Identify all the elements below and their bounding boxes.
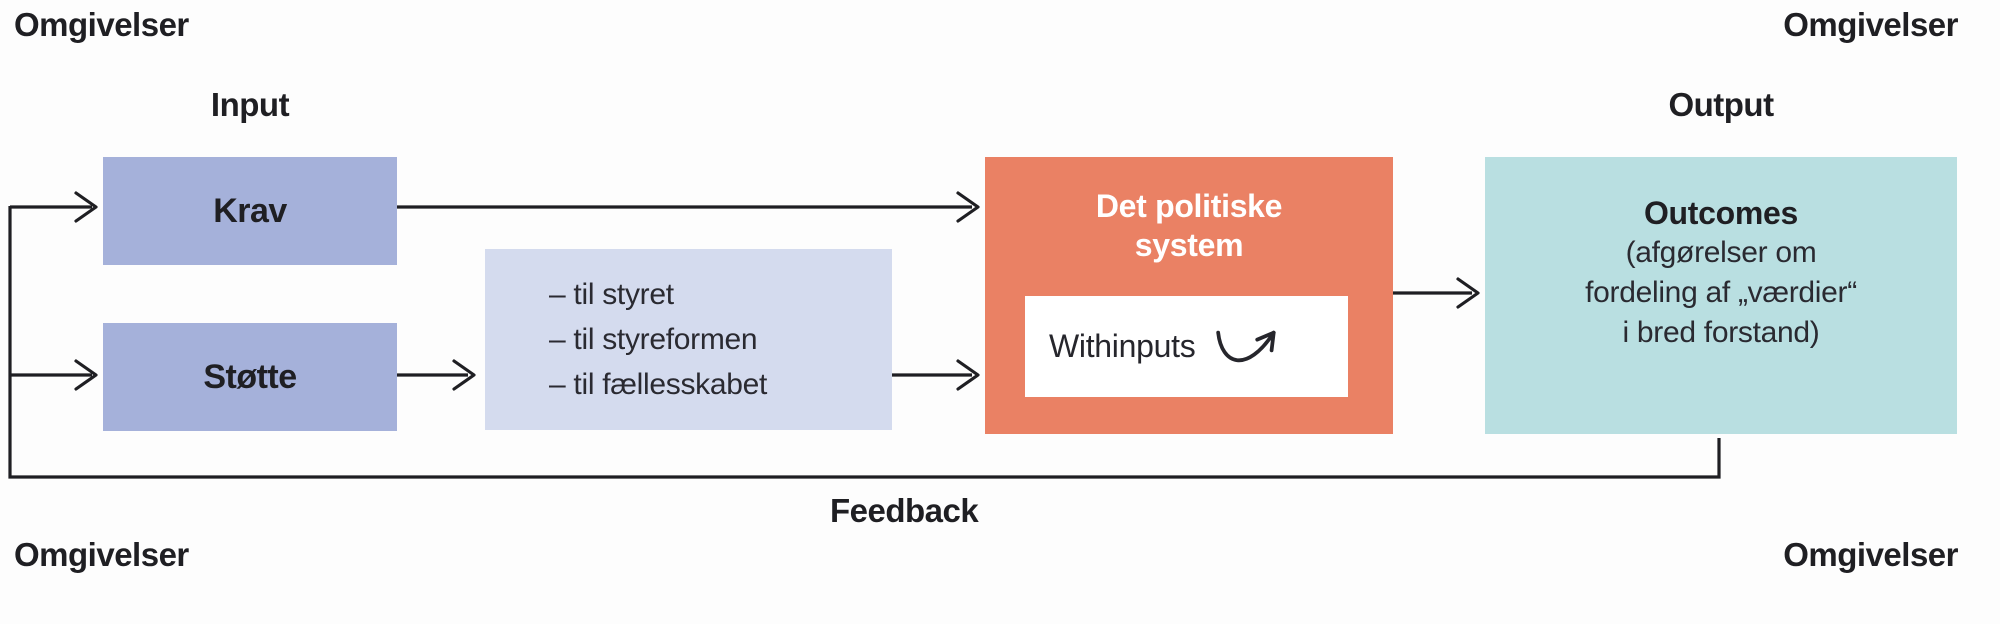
outcomes-line: (afgørelser om [1625, 236, 1817, 269]
list-to-political-arrow [892, 359, 980, 391]
stoette-to-list-arrow [397, 359, 476, 391]
political-system-box: Det politiske system Withinputs [985, 157, 1393, 434]
political-to-outcomes-arrow [1393, 277, 1480, 309]
support-target-line: – til styret [549, 278, 674, 311]
input-header: Input [210, 86, 290, 123]
stoette-box: Støtte [103, 323, 397, 431]
environment-label-bottom-right: Omgivelser [1783, 536, 1958, 573]
political-system-title-line: Det politiske [1095, 188, 1283, 224]
withinputs-label: Withinputs [1049, 328, 1196, 364]
outcomes-title: Outcomes [1643, 195, 1799, 231]
output-header: Output [1668, 86, 1774, 123]
stoette-box-label: Støtte [203, 357, 297, 396]
environment-label-top-right: Omgivelser [1783, 6, 1958, 43]
withinputs-box: Withinputs [1025, 296, 1348, 397]
env-to-krav-arrow [10, 191, 98, 223]
krav-box: Krav [103, 157, 397, 265]
support-target-line: – til styreformen [549, 323, 758, 356]
political-system-title-line: system [1134, 227, 1244, 263]
krav-to-political-arrow [397, 191, 980, 223]
environment-label-top-left: Omgivelser [14, 6, 189, 43]
krav-box-label: Krav [213, 191, 287, 230]
env-to-stoette-arrow [10, 359, 98, 391]
outcomes-line: i bred forstand) [1622, 316, 1820, 349]
outcomes-line: fordeling af „værdier“ [1585, 276, 1857, 309]
outcomes-box: Outcomes (afgørelser om fordeling af „væ… [1485, 157, 1957, 434]
support-target-line: – til fællesskabet [549, 368, 768, 401]
environment-label-bottom-left: Omgivelser [14, 536, 189, 573]
curved-up-right-arrow-icon [1216, 330, 1276, 362]
support-targets-box: – til styret – til styreformen – til fæl… [485, 249, 892, 430]
feedback-label: Feedback [830, 492, 979, 529]
